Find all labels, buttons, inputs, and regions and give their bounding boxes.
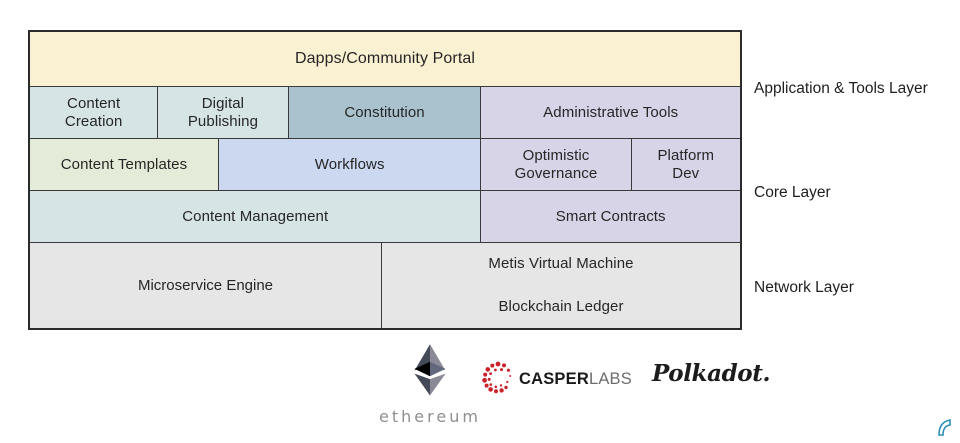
diagram-cell-dapps-community-portal: Dapps/Community Portal bbox=[30, 32, 740, 87]
diagram-cell-content-creation: Content Creation bbox=[30, 87, 159, 139]
casperlabs-logo: CASPERLABS bbox=[480, 360, 632, 399]
diagram-cell-optimistic-governance: Optimistic Governance bbox=[481, 139, 632, 191]
diagram-row-application-tools: Content Creation Digital Publishing Cons… bbox=[30, 87, 740, 139]
corner-watermark-icon bbox=[936, 416, 958, 438]
diagram-cell-constitution: Constitution bbox=[288, 87, 482, 139]
diagram-cell-metis-virtual-machine: Metis Virtual Machine bbox=[382, 243, 740, 286]
casperlabs-word-casper: CASPER bbox=[519, 370, 589, 388]
diagram-cell-digital-publishing: Digital Publishing bbox=[158, 87, 289, 139]
diagram-cell-content-templates: Content Templates bbox=[30, 139, 219, 191]
diagram-cell-administrative-tools: Administrative Tools bbox=[481, 87, 740, 139]
diagram-row-network-layer: Microservice Engine Metis Virtual Machin… bbox=[30, 243, 740, 328]
diagram-cell-smart-contracts: Smart Contracts bbox=[481, 191, 740, 243]
diagram-cell-content-management: Content Management bbox=[30, 191, 482, 243]
ethereum-logo: ethereum bbox=[370, 344, 490, 426]
layer-label-application-tools: Application & Tools Layer bbox=[754, 80, 928, 97]
architecture-stack-diagram: Dapps/Community Portal Content Creation … bbox=[28, 30, 742, 330]
polkadot-wordmark: Polkadot. bbox=[652, 360, 771, 387]
diagram-cell-workflows: Workflows bbox=[218, 139, 482, 191]
layer-label-core: Core Layer bbox=[754, 184, 831, 201]
casperlabs-word-labs: LABS bbox=[588, 370, 632, 388]
ethereum-diamond-icon bbox=[414, 344, 446, 401]
diagram-row-core-upper: Content Templates Workflows Optimistic G… bbox=[30, 139, 740, 191]
diagram-cell-platform-dev: Platform Dev bbox=[631, 139, 740, 191]
ethereum-wordmark: ethereum bbox=[379, 407, 481, 426]
diagram-row-application-banner: Dapps/Community Portal bbox=[30, 32, 740, 87]
diagram-row-core-lower: Content Management Smart Contracts bbox=[30, 191, 740, 243]
partner-logos-row: ethereum bbox=[370, 342, 770, 432]
casperlabs-dot-ring-icon bbox=[480, 360, 514, 399]
polkadot-logo: Polkadot. bbox=[652, 360, 770, 387]
diagram-cell-microservice-engine: Microservice Engine bbox=[30, 243, 383, 328]
diagram-network-right-column: Metis Virtual Machine Blockchain Ledger bbox=[382, 243, 740, 328]
diagram-cell-blockchain-ledger: Blockchain Ledger bbox=[382, 285, 740, 328]
layer-label-network: Network Layer bbox=[754, 279, 854, 296]
casperlabs-wordmark: CASPERLABS bbox=[519, 370, 632, 389]
